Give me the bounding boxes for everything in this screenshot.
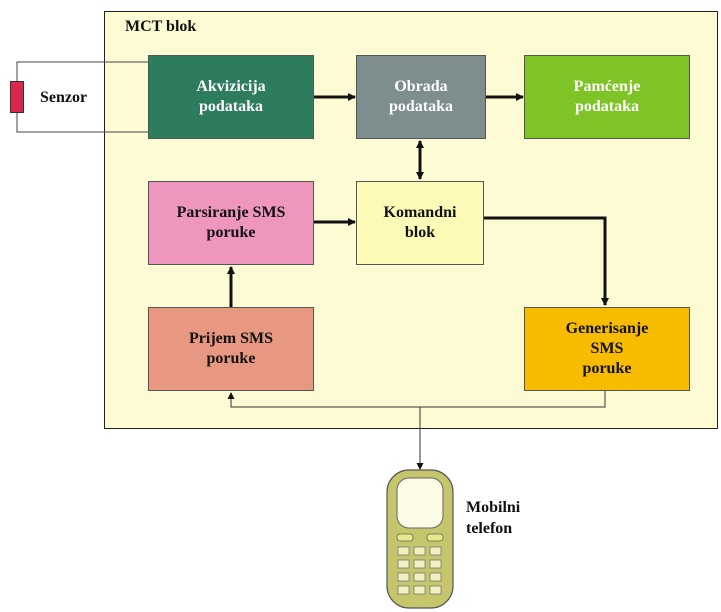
sensor-wire-top — [16, 61, 148, 81]
arrow-komandni-generisanje — [484, 216, 609, 306]
phone-label: Mobilni telefon — [466, 499, 521, 537]
block-komandni: Komandni blok — [356, 181, 484, 265]
sensor-wire-bottom — [16, 113, 148, 133]
block-pamcenje: Pamćenje podataka — [524, 55, 690, 139]
block-prijem: Prijem SMS poruke — [148, 307, 314, 391]
block-akvizicija: Akvizicija podataka — [148, 55, 314, 139]
block-generisanje: Generisanje SMS poruke — [524, 307, 690, 391]
mct-block-title: MCT blok — [125, 18, 197, 35]
sensor-icon — [10, 81, 24, 113]
block-parsiranje: Parsiranje SMS poruke — [148, 181, 314, 265]
mobile-phone-icon — [386, 469, 454, 609]
arrow-bus-prijem — [227, 392, 420, 408]
sensor-label: Senzor — [40, 89, 88, 106]
wire-generisanje-bus — [420, 391, 606, 408]
block-obrada: Obrada podataka — [356, 55, 486, 139]
